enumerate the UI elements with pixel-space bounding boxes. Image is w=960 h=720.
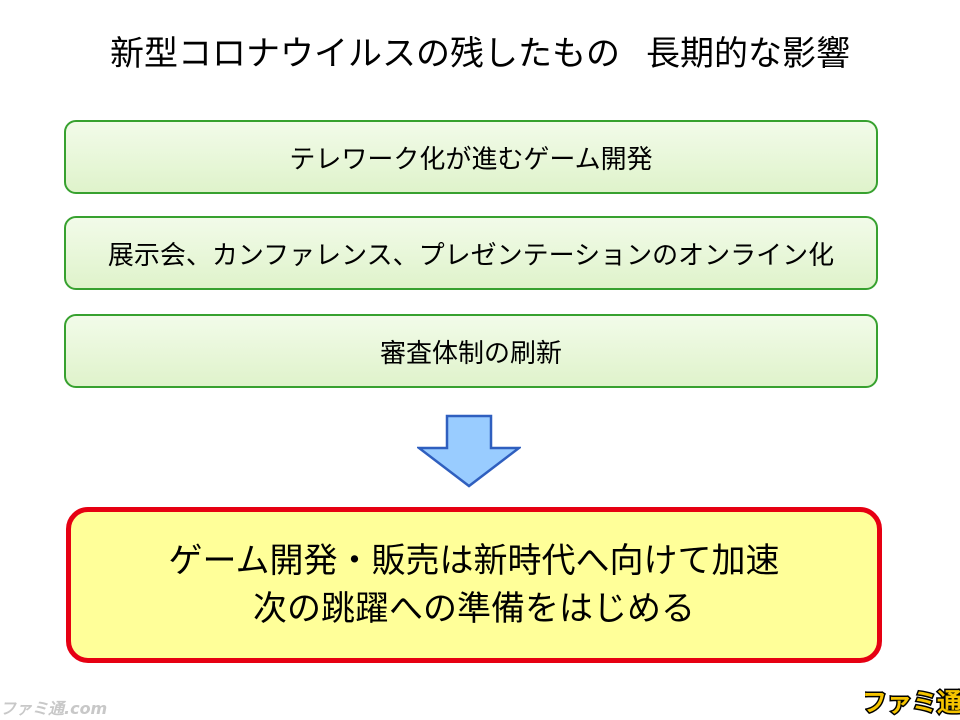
effect-text: テレワーク化が進むゲーム開発 [289,144,653,175]
conclusion-box: ゲーム開発・販売は新時代へ向けて加速 次の跳躍への準備をはじめる [66,507,882,663]
effect-box-telework: テレワーク化が進むゲーム開発 [64,120,878,194]
effect-text: 審査体制の刷新 [379,338,562,369]
famitsu-logo-icon: ファミ通 [865,687,960,719]
conclusion-line-2: 次の跳躍への準備をはじめる [253,589,695,629]
effect-text: 展示会、カンファレンス、プレゼンテーションのオンライン化 [107,240,835,271]
effect-box-online-events: 展示会、カンファレンス、プレゼンテーションのオンライン化 [64,216,878,290]
famitsu-logo-text: ファミ通 [865,688,960,717]
conclusion-line-1: ゲーム開発・販売は新時代へ向けて加速 [168,541,780,581]
down-arrow-icon [417,414,521,488]
slide-title: 新型コロナウイルスの残したもの長期的な影響 [0,30,960,78]
site-watermark: ファミ通.com [0,699,108,718]
effect-box-review-system: 審査体制の刷新 [64,314,878,388]
title-sub: 長期的な影響 [646,34,850,74]
title-main: 新型コロナウイルスの残したもの [110,34,620,74]
